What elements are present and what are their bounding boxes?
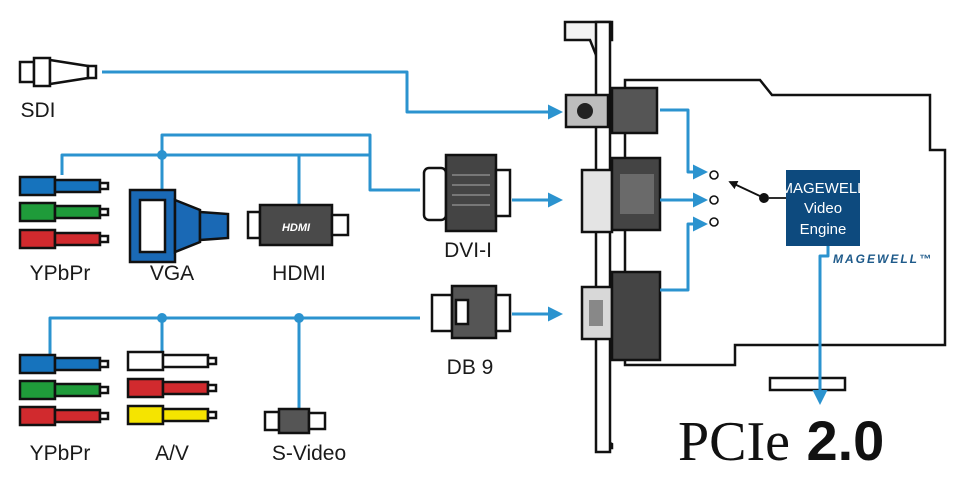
bus-name: PCIe: [678, 411, 790, 473]
pcie-card: MAGEWELL Video Engine MAGEWELL™: [563, 20, 947, 454]
junction-dot: [157, 313, 167, 323]
sdi-wire: [102, 70, 563, 120]
label-hdmi: HDMI: [272, 262, 326, 285]
db9-connector-icon: [430, 284, 512, 340]
input-switch: [709, 170, 786, 227]
label-av: A/V: [155, 442, 189, 465]
junction-dot: [157, 150, 167, 160]
top-bus-upper: [160, 133, 372, 155]
bus-version: 2.0: [806, 409, 884, 472]
rca-plug-y: [18, 175, 110, 197]
rca-plug-pr: [18, 228, 110, 250]
engine-line2: Video: [804, 200, 842, 217]
av-connector-icon: [126, 350, 218, 426]
label-vga: VGA: [150, 262, 194, 285]
video-engine-chip: MAGEWELL Video Engine: [780, 170, 866, 246]
dvi-connector-icon: [422, 153, 512, 233]
card-dvi-port: [580, 156, 662, 234]
rca-plug-pb: [18, 379, 110, 401]
magewell-logo: MAGEWELL™: [833, 252, 933, 266]
rca-plug-pr: [18, 405, 110, 427]
label-dvi: DVI-I: [444, 239, 492, 262]
card-sdi-port: [564, 86, 659, 135]
engine-line1: MAGEWELL: [780, 180, 865, 197]
vga-connector-icon: [128, 188, 230, 264]
card-db9-port: [580, 270, 662, 362]
label-svideo: S-Video: [272, 442, 346, 465]
circuit-board: [623, 78, 947, 367]
label-ypbpr-bottom: YPbPr: [30, 442, 91, 465]
pcie-edge-connector: [768, 376, 847, 392]
connection-wires: [48, 70, 563, 410]
engine-to-bus-wire: [812, 246, 830, 405]
rca-plug-pb: [18, 201, 110, 223]
bus-label: PCIe 2.0: [678, 409, 884, 473]
ypbpr-top-connector-icon: [18, 175, 110, 250]
label-ypbpr-top: YPbPr: [30, 262, 91, 285]
rca-plug-yellow: [126, 404, 218, 426]
label-sdi: SDI: [20, 99, 55, 122]
hdmi-plug-text: HDMI: [282, 222, 311, 234]
ypbpr-bottom-connector-icon: [18, 353, 110, 427]
top-bus-wire: [60, 153, 420, 192]
engine-line3: Engine: [800, 221, 847, 238]
svideo-connector-icon: [263, 407, 327, 435]
hdmi-connector-icon: HDMI: [246, 203, 350, 247]
rca-plug-red: [126, 377, 218, 399]
sdi-connector-icon: [18, 56, 98, 88]
label-db9: DB 9: [447, 356, 494, 379]
rca-plug-y: [18, 353, 110, 375]
junction-dot: [294, 313, 304, 323]
rca-plug-white: [126, 350, 218, 372]
bottom-bus-wire: [48, 316, 420, 355]
internal-wire-db9: [660, 216, 708, 292]
internal-wire-sdi: [660, 108, 708, 180]
